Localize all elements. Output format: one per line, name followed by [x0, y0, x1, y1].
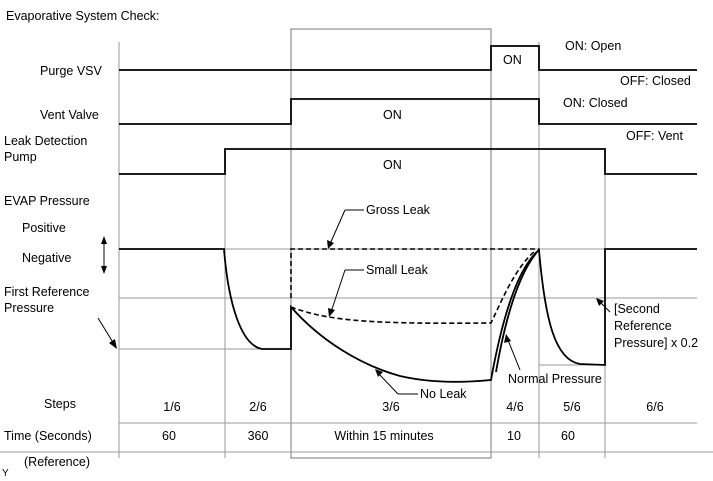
time-cell-4: 10	[507, 429, 521, 443]
second-ref-line1: [Second	[614, 302, 660, 316]
evap-pressure-label: EVAP Pressure	[4, 194, 90, 208]
purge-vsv-signal: Purge VSV ON ON: Open OFF: Closed	[40, 39, 697, 88]
evap-pressure-labels: EVAP Pressure Positive Negative First Re…	[4, 194, 90, 315]
purge-vsv-trace	[119, 45, 697, 71]
purge-vsv-label: Purge VSV	[40, 64, 103, 78]
vent-valve-label: Vent Valve	[40, 108, 99, 122]
first-ref-label-line1: First Reference	[4, 285, 89, 299]
no-leak-annotation: No Leak	[375, 369, 467, 401]
vent-valve-state-off: OFF: Vent	[626, 129, 683, 143]
gross-leak-annotation: Gross Leak	[327, 203, 431, 249]
time-cell-5: 60	[561, 429, 575, 443]
step-3-box	[290, 28, 492, 459]
vent-valve-state-on: ON: Closed	[563, 96, 628, 110]
leak-pump-label-line2: Pump	[4, 150, 37, 164]
small-leak-trace	[290, 250, 536, 325]
step-cell-5: 5/6	[563, 400, 580, 414]
time-label: Time (Seconds)	[4, 429, 92, 443]
no-leak-label: No Leak	[420, 387, 467, 401]
positive-label: Positive	[22, 221, 66, 235]
purge-vsv-state-on: ON: Open	[565, 39, 621, 53]
gross-leak-trace	[290, 248, 539, 298]
reference-label: (Reference)	[24, 455, 90, 469]
vent-valve-signal: Vent Valve ON ON: Closed OFF: Vent	[40, 96, 697, 143]
normal-pressure-annotation: Normal Pressure	[504, 334, 602, 386]
normal-pressure-label: Normal Pressure	[508, 372, 602, 386]
leak-pump-label-line1: Leak Detection	[4, 134, 87, 148]
step-cell-1: 1/6	[163, 400, 180, 414]
purge-vsv-on: ON	[503, 53, 522, 67]
leak-pump-on: ON	[383, 158, 402, 172]
diagram-title: Evaporative System Check:	[6, 9, 160, 23]
normal-pressure-curve	[495, 251, 538, 373]
step-boundaries	[118, 42, 606, 458]
corner-mark: Y	[2, 468, 9, 479]
second-ref-line3: Pressure] x 0.2	[614, 336, 698, 350]
step-cell-2: 2/6	[249, 400, 266, 414]
small-leak-label: Small Leak	[366, 263, 429, 277]
time-cell-2: 360	[248, 429, 269, 443]
leak-pump-signal: Leak Detection Pump ON	[4, 134, 697, 175]
first-ref-arrow	[97, 317, 117, 349]
leak-pump-trace	[119, 148, 697, 175]
first-ref-label-line2: Pressure	[4, 301, 54, 315]
small-leak-annotation: Small Leak	[328, 263, 429, 317]
step-cell-4: 4/6	[506, 400, 523, 414]
second-ref-annotation: [Second Reference Pressure] x 0.2	[596, 298, 698, 350]
step-cell-3: 3/6	[382, 400, 399, 414]
time-cell-3: Within 15 minutes	[334, 429, 433, 443]
second-ref-line2: Reference	[614, 319, 672, 333]
positive-negative-arrow	[101, 236, 107, 274]
steps-label: Steps	[44, 397, 76, 411]
vent-valve-trace	[119, 98, 697, 125]
step-cell-6: 6/6	[646, 400, 663, 414]
vent-valve-on: ON	[383, 108, 402, 122]
time-cell-1: 60	[162, 429, 176, 443]
negative-label: Negative	[22, 251, 71, 265]
gross-leak-label: Gross Leak	[366, 203, 431, 217]
evap-pressure-trace	[119, 248, 697, 383]
purge-vsv-state-off: OFF: Closed	[620, 74, 691, 88]
steps-table: Steps Time (Seconds) (Reference) 1/6 2/6…	[0, 397, 713, 469]
